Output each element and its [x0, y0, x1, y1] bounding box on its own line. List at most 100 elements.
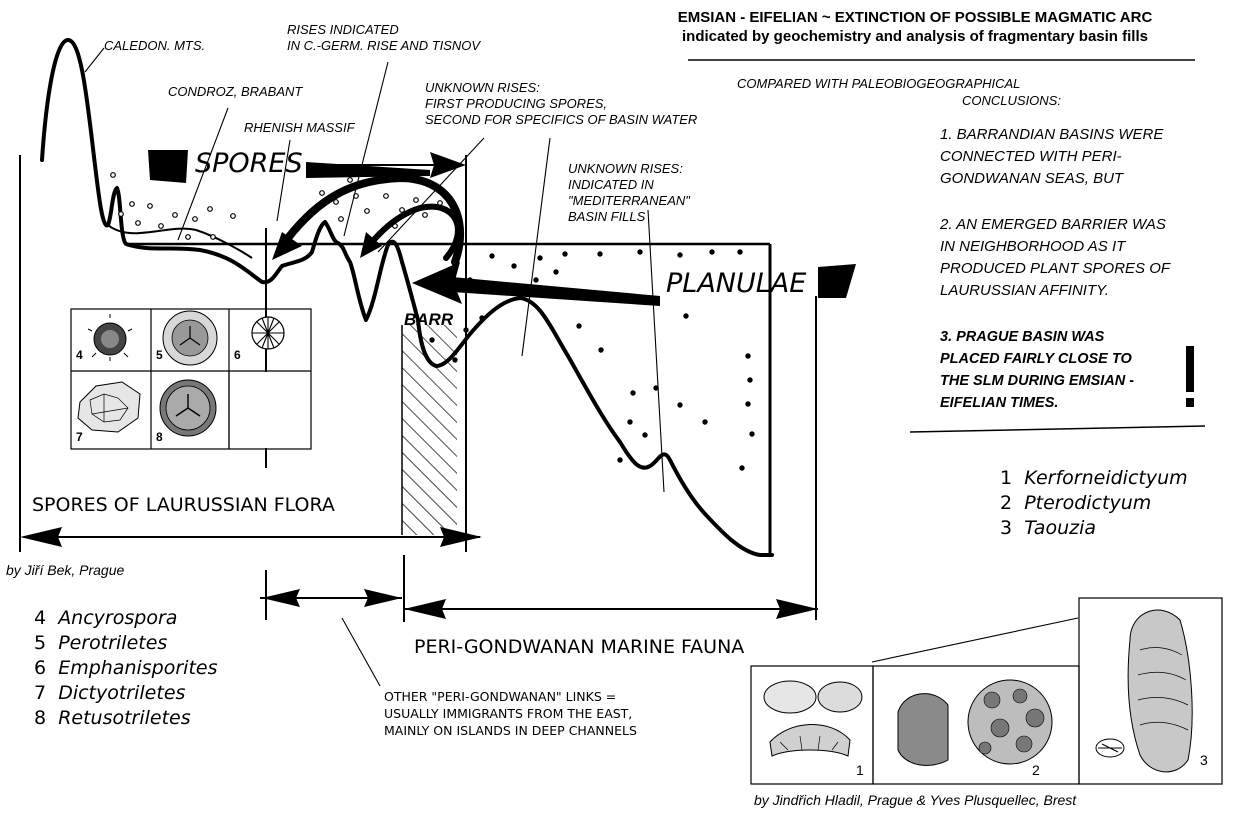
fauna-taxon: 1 Kerforneidictyum [1000, 466, 1188, 491]
taxon-name: Pterodictyum [1024, 492, 1151, 514]
taxon-number: 5 [34, 632, 46, 654]
label-unknown-2c: "MEDITERRANEAN" [568, 193, 690, 209]
fauna-panel-number-3: 3 [1200, 752, 1208, 768]
label-unknown-2d: BASIN FILLS [568, 209, 645, 225]
label-unknown-1b: FIRST PRODUCING SPORES, [425, 96, 607, 112]
panel-number-7: 7 [76, 430, 83, 444]
panel-number-4: 4 [76, 348, 83, 362]
taxon-number: 6 [34, 657, 46, 679]
label-rises-2: IN C.-GERM. RISE AND TISNOV [287, 38, 480, 54]
spores-flora-arrow-right [440, 527, 482, 547]
conclusion-1: 1. BARRANDIAN BASINS WERE CONNECTED WITH… [940, 124, 1163, 190]
conclusion-3-line: PLACED FAIRLY CLOSE TO [940, 348, 1134, 370]
compared-line-1: COMPARED WITH PALEOBIOGEOGRAPHICAL [737, 76, 1020, 92]
spore-4-ancyrospora [88, 314, 132, 361]
credit-hladil: by Jindřich Hladil, Prague & Yves Plusqu… [754, 792, 1076, 808]
label-unknown-1a: UNKNOWN RISES: [425, 80, 540, 96]
label-unknown-2b: INDICATED IN [568, 177, 654, 193]
fauna-taxon: 3 Taouzia [1000, 516, 1188, 541]
conclusion-2-line: PRODUCED PLANT SPORES OF [940, 258, 1170, 280]
taxon-name: Perotriletes [58, 632, 167, 654]
label-marine-fauna: PERI-GONDWANAN MARINE FAUNA [414, 636, 744, 658]
spore-taxa-list: 4 Ancyrospora 5 Perotriletes 6 Emphanisp… [34, 606, 217, 731]
taxon-number: 7 [34, 682, 46, 704]
panel-number-8: 8 [156, 430, 163, 444]
taxon-number: 4 [34, 607, 46, 629]
title-line-2: indicated by geochemistry and analysis o… [590, 27, 1233, 46]
conclusion-underline [910, 426, 1205, 432]
exclamation-dot [1186, 398, 1194, 407]
panel-number-6: 6 [234, 348, 241, 362]
spores-arrow-head [430, 152, 466, 178]
spore-taxon: 8 Retusotriletes [34, 706, 217, 731]
taxon-name: Ancyrospora [58, 607, 177, 629]
label-unknown-2a: UNKNOWN RISES: [568, 161, 683, 177]
taxon-name: Retusotriletes [58, 707, 190, 729]
label-other-links: OTHER "PERI-GONDWANAN" LINKS = USUALLY I… [384, 688, 637, 739]
leader-lines [85, 48, 1078, 686]
conclusion-3: 3. PRAGUE BASIN WAS PLACED FAIRLY CLOSE … [940, 326, 1134, 414]
fauna-2-pterodictyum [898, 680, 1052, 765]
fauna-1-kerforneidictyum [764, 681, 862, 756]
taxon-name: Taouzia [1024, 517, 1096, 539]
other-links-line: USUALLY IMMIGRANTS FROM THE EAST, [384, 705, 637, 722]
fauna-arrow-right [776, 599, 818, 619]
compared-line-2: CONCLUSIONS: [962, 93, 1061, 109]
conclusion-3-line: THE SLM DURING EMSIAN - [940, 370, 1134, 392]
conclusion-1-line: CONNECTED WITH PERI- [940, 146, 1163, 168]
label-rises-1: RISES INDICATED [287, 22, 399, 38]
spores-flora-arrow-left [20, 527, 62, 547]
fauna-panel-number-2: 2 [1032, 762, 1040, 778]
credit-bek: by Jiří Bek, Prague [6, 562, 124, 578]
spore-8-retusotriletes [160, 380, 216, 436]
conclusion-3-line: EIFELIAN TIMES. [940, 392, 1134, 414]
diagram-title: EMSIAN - EIFELIAN ~ EXTINCTION OF POSSIB… [590, 8, 1233, 46]
taxon-name: Dictyotriletes [58, 682, 185, 704]
planulae-arrow-body [452, 277, 660, 306]
exclamation-bar [1186, 346, 1194, 392]
conclusion-2-line: 2. AN EMERGED BARRIER WAS [940, 214, 1170, 236]
spore-panel-blank-cell [230, 372, 310, 448]
planulae-flag-marker [818, 264, 856, 298]
fauna-panel-number-1: 1 [856, 762, 864, 778]
label-barr: BARR [404, 310, 453, 330]
label-spores: SPORES [195, 148, 303, 179]
fauna-3-taouzia [1096, 610, 1192, 772]
spore-taxon: 7 Dictyotriletes [34, 681, 217, 706]
title-line-1: EMSIAN - EIFELIAN ~ EXTINCTION OF POSSIB… [590, 8, 1233, 27]
taxon-number: 8 [34, 707, 46, 729]
other-links-arrow-left [262, 589, 300, 607]
spore-taxon: 4 Ancyrospora [34, 606, 217, 631]
spore-particles [111, 173, 443, 240]
taxon-number: 2 [1000, 492, 1012, 514]
barrier-hatch [402, 325, 457, 535]
spore-6-emphanisporites [252, 317, 284, 349]
curved-arrow-outer-head [272, 232, 302, 260]
conclusion-1-line: GONDWANAN SEAS, BUT [940, 168, 1163, 190]
conclusion-1-line: 1. BARRANDIAN BASINS WERE [940, 124, 1163, 146]
other-links-arrow-right [364, 589, 402, 607]
spore-taxon: 6 Emphanisporites [34, 656, 217, 681]
label-spores-flora: SPORES OF LAURUSSIAN FLORA [32, 494, 335, 516]
taxon-number: 3 [1000, 517, 1012, 539]
taxon-name: Emphanisporites [58, 657, 217, 679]
panel-number-5: 5 [156, 348, 163, 362]
spore-taxon: 5 Perotriletes [34, 631, 217, 656]
label-planulae: PLANULAE [666, 268, 806, 299]
label-rhenish: RHENISH MASSIF [244, 120, 355, 136]
other-links-line: OTHER "PERI-GONDWANAN" LINKS = [384, 688, 637, 705]
other-links-line: MAINLY ON ISLANDS IN DEEP CHANNELS [384, 722, 637, 739]
spore-7-dictyotriletes [78, 382, 140, 432]
conclusion-2-line: LAURUSSIAN AFFINITY. [940, 280, 1170, 302]
taxon-name: Kerforneidictyum [1024, 467, 1187, 489]
fauna-taxon: 2 Pterodictyum [1000, 491, 1188, 516]
conclusion-2: 2. AN EMERGED BARRIER WAS IN NEIGHBORHOO… [940, 214, 1170, 302]
spore-5-perotriletes [163, 311, 217, 365]
caledon-slope-line [108, 225, 252, 258]
taxon-number: 1 [1000, 467, 1012, 489]
conclusion-2-line: IN NEIGHBORHOOD AS IT [940, 236, 1170, 258]
label-caledon: CALEDON. MTS. [104, 38, 205, 54]
label-unknown-1c: SECOND FOR SPECIFICS OF BASIN WATER [425, 112, 697, 128]
label-condroz: CONDROZ, BRABANT [168, 84, 302, 100]
